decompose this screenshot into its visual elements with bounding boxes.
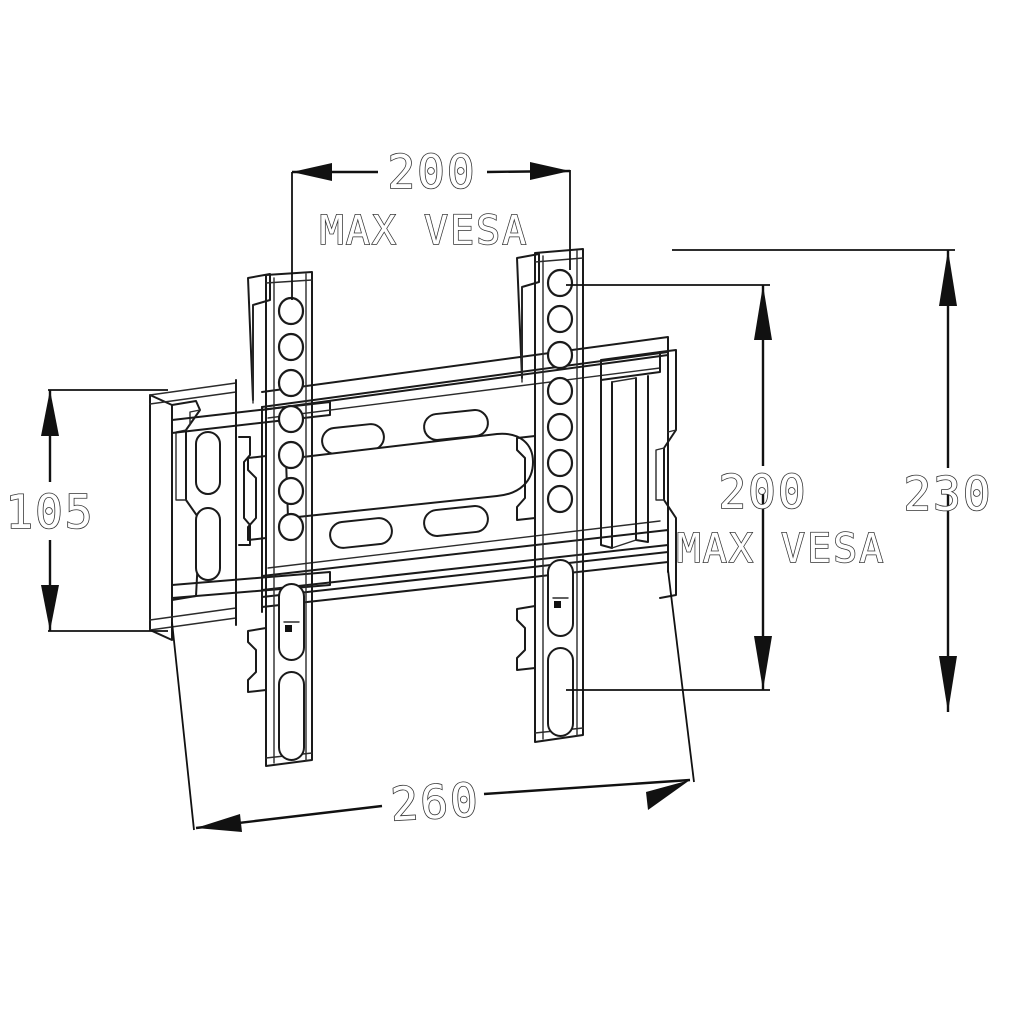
wall-plate	[149, 336, 677, 641]
arrow-down	[754, 636, 772, 690]
arrow-right	[530, 162, 570, 180]
dimension-left-105: 105	[5, 389, 168, 632]
dimension-right-200-max-vesa: 200 MAX VESA	[566, 284, 886, 691]
arrow-up	[939, 250, 957, 306]
dimension-right-230: 230	[672, 249, 992, 712]
dim-bottom-value: 260	[389, 773, 481, 832]
arrow-right	[646, 780, 690, 810]
dim-right-outer-value: 230	[903, 467, 992, 521]
arrow-down	[939, 656, 957, 712]
arrow-down	[41, 585, 59, 631]
right-arm-hole-column	[546, 268, 574, 514]
dimension-top-200-max-vesa: 200 MAX VESA	[291, 144, 571, 300]
dim-top-value: 200	[387, 145, 476, 199]
right-vertical-arm	[516, 248, 584, 743]
arrow-up	[41, 390, 59, 436]
arrow-left	[292, 163, 332, 181]
dim-left-value: 105	[5, 485, 94, 539]
dimension-bottom-260: 260	[171, 569, 695, 832]
left-vertical-arm	[247, 271, 313, 767]
arrow-up	[754, 285, 772, 340]
arrow-left	[196, 814, 242, 832]
dim-top-note: MAX VESA	[320, 208, 529, 254]
left-arm-hole-column	[277, 296, 305, 542]
dim-right-inner-note: MAX VESA	[677, 526, 886, 572]
wall-plate-slots	[321, 409, 489, 549]
dim-right-inner-value: 200	[718, 465, 807, 519]
